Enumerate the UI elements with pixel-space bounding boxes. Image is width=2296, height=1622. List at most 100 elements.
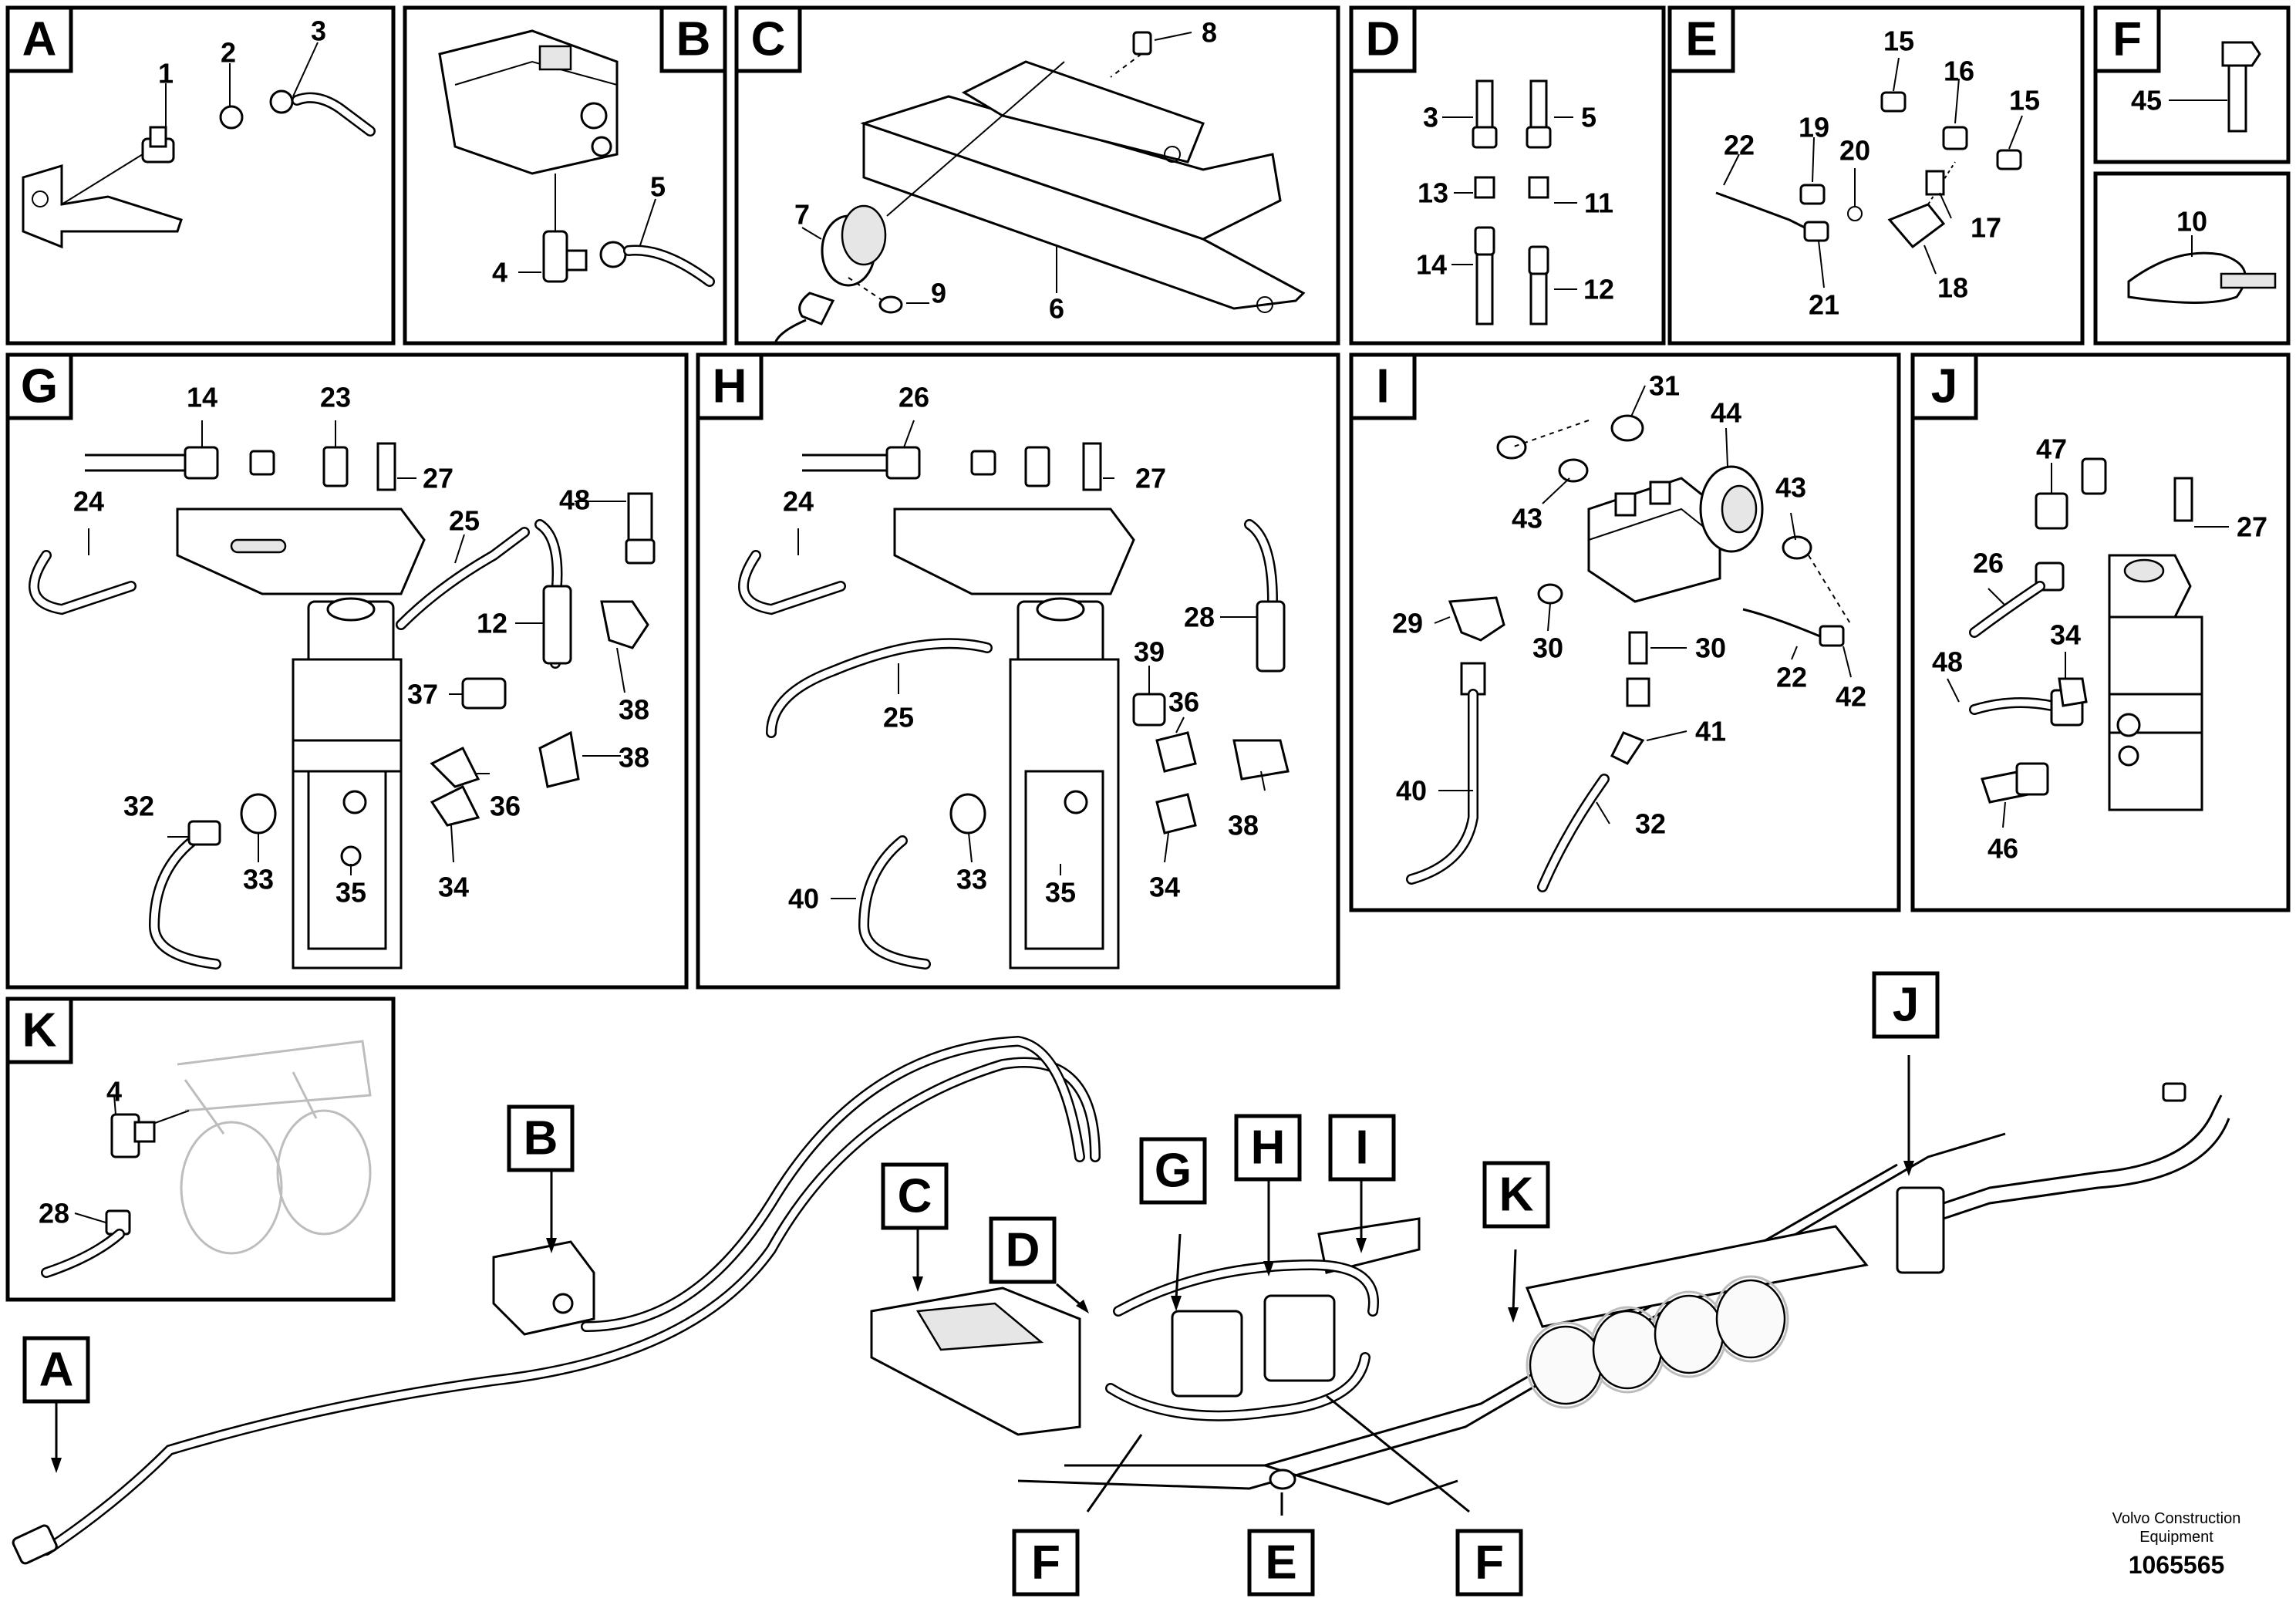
callout-b: B [524, 1112, 558, 1165]
part-number: 3 [311, 15, 326, 47]
panel-g-frame [5, 352, 689, 990]
panel-letter-k: K [22, 1004, 57, 1057]
part-number: 14 [187, 382, 217, 413]
part-number: 39 [1134, 636, 1165, 668]
panel-letter-j: J [1931, 360, 1957, 413]
part-number: 20 [1839, 135, 1870, 167]
part-number: 8 [1202, 17, 1217, 49]
part-number: 22 [1776, 662, 1807, 693]
panel-letter-i: I [1376, 360, 1389, 413]
part-number: 36 [1168, 686, 1199, 718]
letter-box-a [5, 5, 73, 73]
part-number: 24 [783, 486, 814, 518]
part-number: 24 [73, 486, 104, 518]
part-number: 9 [931, 278, 946, 309]
part-number: 44 [1711, 397, 1741, 429]
credit-line-2: Equipment [2139, 1529, 2213, 1546]
part-number: 32 [1635, 808, 1666, 840]
part-number: 27 [2237, 511, 2267, 543]
panel-b-frame [403, 5, 727, 346]
callout-c: C [898, 1170, 932, 1223]
panel-g-art [29, 442, 656, 969]
panel-d-art [1472, 79, 1552, 325]
part-number: 10 [2176, 206, 2207, 238]
part-number: 27 [423, 463, 453, 494]
part-number: 25 [883, 702, 914, 733]
panel-a-frame [5, 5, 396, 346]
part-number: 47 [2036, 433, 2067, 465]
part-number: 38 [619, 694, 649, 726]
letter-box-f [2093, 5, 2161, 73]
part-number: 33 [956, 864, 987, 895]
part-number: 19 [1799, 112, 1829, 143]
part-number: 30 [1695, 632, 1726, 664]
callout-g: G [1155, 1145, 1192, 1198]
part-number: 13 [1418, 177, 1448, 209]
panel-h-art [738, 442, 1290, 969]
part-number: 6 [1049, 293, 1064, 325]
part-number: 34 [438, 872, 469, 903]
credit-block: Volvo Construction Equipment 1065565 [2112, 1510, 2241, 1579]
letter-box-k [5, 996, 73, 1064]
part-number: 14 [1416, 249, 1447, 281]
callout-e: E [1265, 1536, 1296, 1590]
panel-h-frame [696, 352, 1340, 990]
letter-box-c [734, 5, 802, 73]
part-number: 3 [1423, 102, 1438, 133]
panel-letter-d: D [1366, 13, 1401, 66]
panel-k-art [41, 1040, 372, 1278]
panel-c-frame [734, 5, 1340, 346]
part-number: 41 [1695, 716, 1726, 747]
drawing-number: 1065565 [2129, 1551, 2225, 1579]
part-number: 7 [794, 199, 810, 231]
part-number: 34 [1149, 872, 1180, 903]
part-number: 36 [490, 791, 521, 822]
part-number: 29 [1392, 608, 1423, 639]
part-numbers: 1 2 3 4 5 8 7 9 6 3 5 13 11 14 12 15 16 … [39, 15, 2267, 1229]
panel-c-art [774, 31, 1306, 344]
panel-f2-frame [2093, 171, 2291, 346]
part-number: 35 [1045, 877, 1076, 909]
part-number: 4 [492, 257, 507, 288]
part-number: 1 [158, 58, 174, 89]
part-number: 15 [2009, 85, 2040, 116]
leader-lines [74, 32, 2229, 1223]
part-number: 26 [1973, 548, 2004, 579]
part-number: 5 [1581, 102, 1596, 133]
panel-letter-c: C [751, 13, 786, 66]
part-number: 46 [1988, 833, 2018, 865]
part-number: 23 [320, 382, 351, 413]
part-number: 27 [1135, 463, 1166, 494]
overview-art [12, 1035, 2230, 1565]
callout-f-right: F [1475, 1536, 1504, 1590]
overview-callouts: A B C D G H I K J F E F [22, 971, 1940, 1597]
letter-box-e [1667, 5, 1735, 73]
part-number: 26 [899, 382, 929, 413]
part-number: 25 [449, 505, 480, 537]
callout-a: A [39, 1344, 74, 1397]
part-number: 32 [123, 791, 154, 822]
panel-letters: A B C D E F G H I J K [5, 5, 2161, 1064]
panel-e-art [1715, 91, 2022, 249]
part-number: 2 [221, 37, 236, 69]
part-number: 38 [1228, 810, 1259, 841]
callout-f-left: F [1031, 1536, 1060, 1590]
callout-j: J [1893, 979, 1919, 1032]
part-number: 43 [1775, 472, 1806, 504]
panel-letter-a: A [22, 13, 57, 66]
part-number: 22 [1724, 130, 1755, 161]
part-number: 17 [1971, 212, 2001, 244]
panel-i-frame [1349, 352, 1901, 912]
callout-k: K [1499, 1168, 1534, 1222]
panel-k-frame [5, 996, 396, 1302]
part-number: 30 [1532, 632, 1563, 664]
part-number: 48 [1932, 646, 1963, 678]
part-number: 37 [407, 679, 438, 710]
panel-i-art [1406, 414, 1852, 892]
letter-box-i [1349, 352, 1417, 420]
part-number: 21 [1809, 289, 1839, 321]
letter-box-j [1910, 352, 1978, 420]
part-number: 15 [1883, 25, 1914, 57]
